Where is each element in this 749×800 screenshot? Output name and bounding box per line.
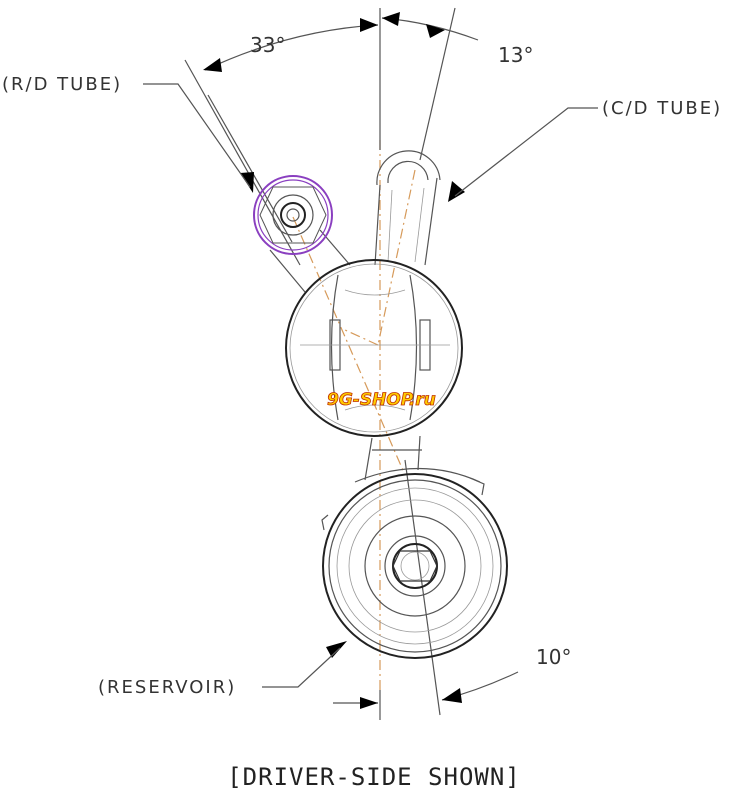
reservoir-neck bbox=[354, 435, 485, 496]
watermark: 9G-SHOP.ru bbox=[327, 390, 436, 410]
dimension-lines bbox=[184, 7, 519, 720]
cd-tube-label: (C/D TUBE) bbox=[602, 98, 722, 119]
rd-tube-label: (R/D TUBE) bbox=[2, 74, 122, 95]
reservoir bbox=[321, 473, 508, 659]
angle-33-label: 33° bbox=[250, 33, 285, 57]
angle-13-label: 13° bbox=[498, 43, 533, 67]
cd-tube bbox=[374, 150, 441, 266]
angle-10-label: 10° bbox=[536, 645, 571, 669]
reservoir-label: (RESERVOIR) bbox=[98, 677, 236, 698]
leaders bbox=[143, 83, 598, 688]
shock-body bbox=[285, 259, 463, 437]
rd-tube-fitting bbox=[253, 175, 351, 293]
caption: [DRIVER-SIDE SHOWN] bbox=[227, 763, 521, 791]
arrowheads bbox=[203, 12, 465, 709]
centerlines bbox=[292, 140, 416, 690]
